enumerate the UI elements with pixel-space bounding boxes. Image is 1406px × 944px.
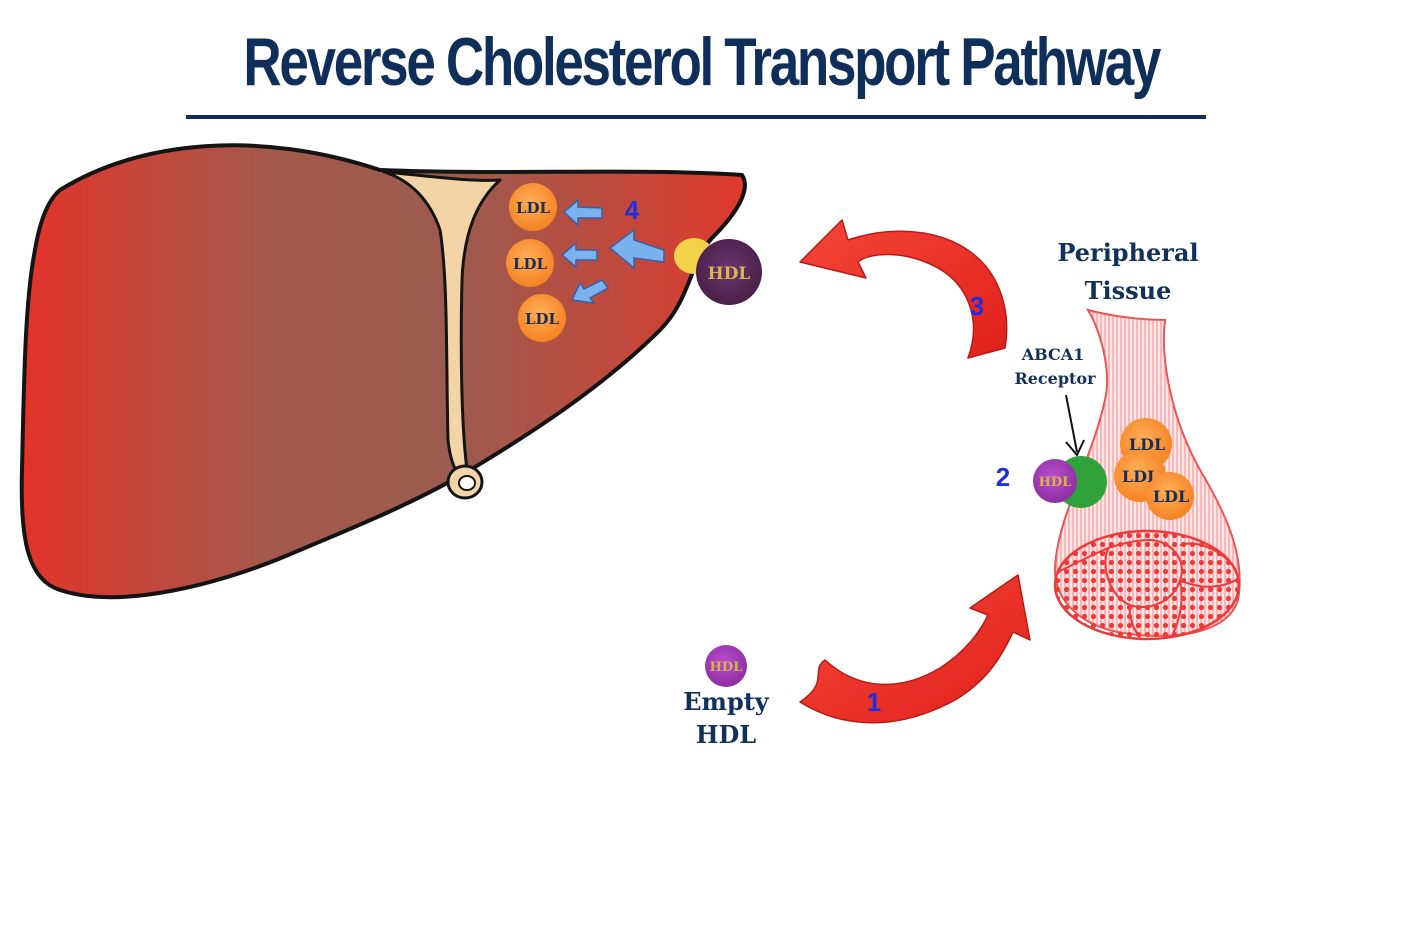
peripheral-label-line2: Tissue	[1085, 276, 1172, 305]
ldl-label: LDL	[513, 255, 548, 273]
empty-hdl-label-line2: HDL	[696, 720, 756, 749]
ldl-particle	[518, 294, 566, 342]
abca1-label-line1: ABCA1	[1021, 345, 1085, 364]
peripheral-label-line1: Peripheral	[1057, 238, 1198, 267]
ldl-particle	[1146, 472, 1194, 520]
abca1-pointer-head	[1065, 439, 1085, 457]
abca1-pointer-arrow	[1065, 394, 1078, 453]
muscle-cross-section	[1053, 529, 1241, 641]
ldl-label: LDL	[1122, 467, 1158, 486]
liver-body	[19, 143, 747, 600]
empty-hdl-label-line1: Empty	[683, 687, 770, 716]
tissue-ldl-particles: LDL LDL LDL	[1114, 418, 1194, 520]
hdl-label: HDL	[1039, 475, 1072, 490]
title-underline	[186, 115, 1206, 119]
ldl-particle	[506, 239, 554, 287]
empty-hdl: HDL Empty HDL	[683, 645, 770, 749]
blue-arrow-icon	[562, 198, 603, 227]
ldl-label: LDL	[516, 199, 551, 217]
red-arrow-step-1	[799, 574, 1031, 724]
ldl-label: LDL	[1129, 435, 1165, 454]
ldl-label: LDL	[525, 310, 560, 328]
red-arrow-step-3	[799, 219, 1008, 359]
liver-hdl-docked: HDL	[674, 238, 762, 305]
ldl-label: LDL	[1153, 487, 1189, 506]
hdl-particle-full	[696, 239, 762, 305]
liver	[19, 143, 747, 600]
blue-arrow-icon	[570, 279, 610, 304]
page-title: Reverse Cholesterol Transport Pathway	[243, 24, 1161, 100]
ligament-end-hole	[458, 475, 476, 491]
step-4-number: 4	[625, 195, 640, 225]
blue-arrow-icon	[608, 228, 665, 270]
liver-ldl-particles: LDL LDL LDL	[506, 183, 566, 342]
hdl-label: HDL	[708, 264, 751, 284]
hdl-label: HDL	[710, 660, 743, 675]
abca1-label-line2: Receptor	[1014, 369, 1096, 388]
ldl-particle	[509, 183, 557, 231]
step-2-number: 2	[996, 462, 1010, 492]
hdl-particle-binding	[1033, 459, 1077, 503]
blue-arrows	[560, 198, 665, 304]
step-3-number: 3	[970, 291, 984, 321]
step-1-number: 1	[867, 687, 881, 717]
hdl-particle-empty	[705, 645, 747, 687]
blue-arrow-icon	[560, 241, 598, 269]
fascicle-outlines	[1057, 539, 1237, 639]
